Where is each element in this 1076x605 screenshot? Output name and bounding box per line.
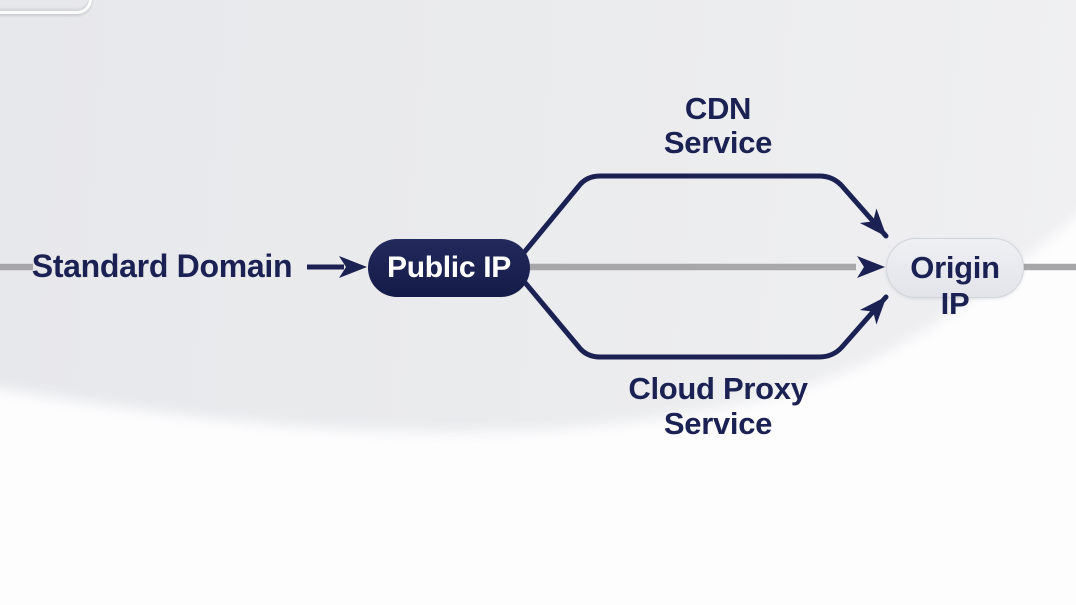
origin-ip-node xyxy=(886,238,1024,298)
top-left-window-corner-artifact xyxy=(0,0,92,14)
standard-domain-label: Standard Domain xyxy=(31,248,293,284)
public-ip-node: Public IP xyxy=(368,239,530,297)
origin-ip-line2: IP xyxy=(940,286,970,321)
public-ip-label: Public IP xyxy=(387,251,511,284)
origin-ip-line1: Origin xyxy=(910,250,1000,285)
proxy-route-path xyxy=(519,276,889,360)
arrow-standard-to-public-ip-head-icon xyxy=(339,256,367,278)
background-wave xyxy=(0,216,1076,605)
cloud-proxy-line2: Service xyxy=(663,406,773,441)
cloud-proxy-line1: Cloud Proxy xyxy=(628,371,808,406)
cdn-service-line1: CDN xyxy=(684,91,752,126)
cdn-service-label: CDN Service xyxy=(593,92,843,160)
cloud-proxy-service-label: Cloud Proxy Service xyxy=(593,371,843,441)
direct-route-arrowhead-icon xyxy=(857,256,885,278)
cdn-service-line2: Service xyxy=(663,125,773,160)
origin-ip-label: Origin IP xyxy=(886,250,1024,322)
cdn-route-path xyxy=(519,173,889,258)
